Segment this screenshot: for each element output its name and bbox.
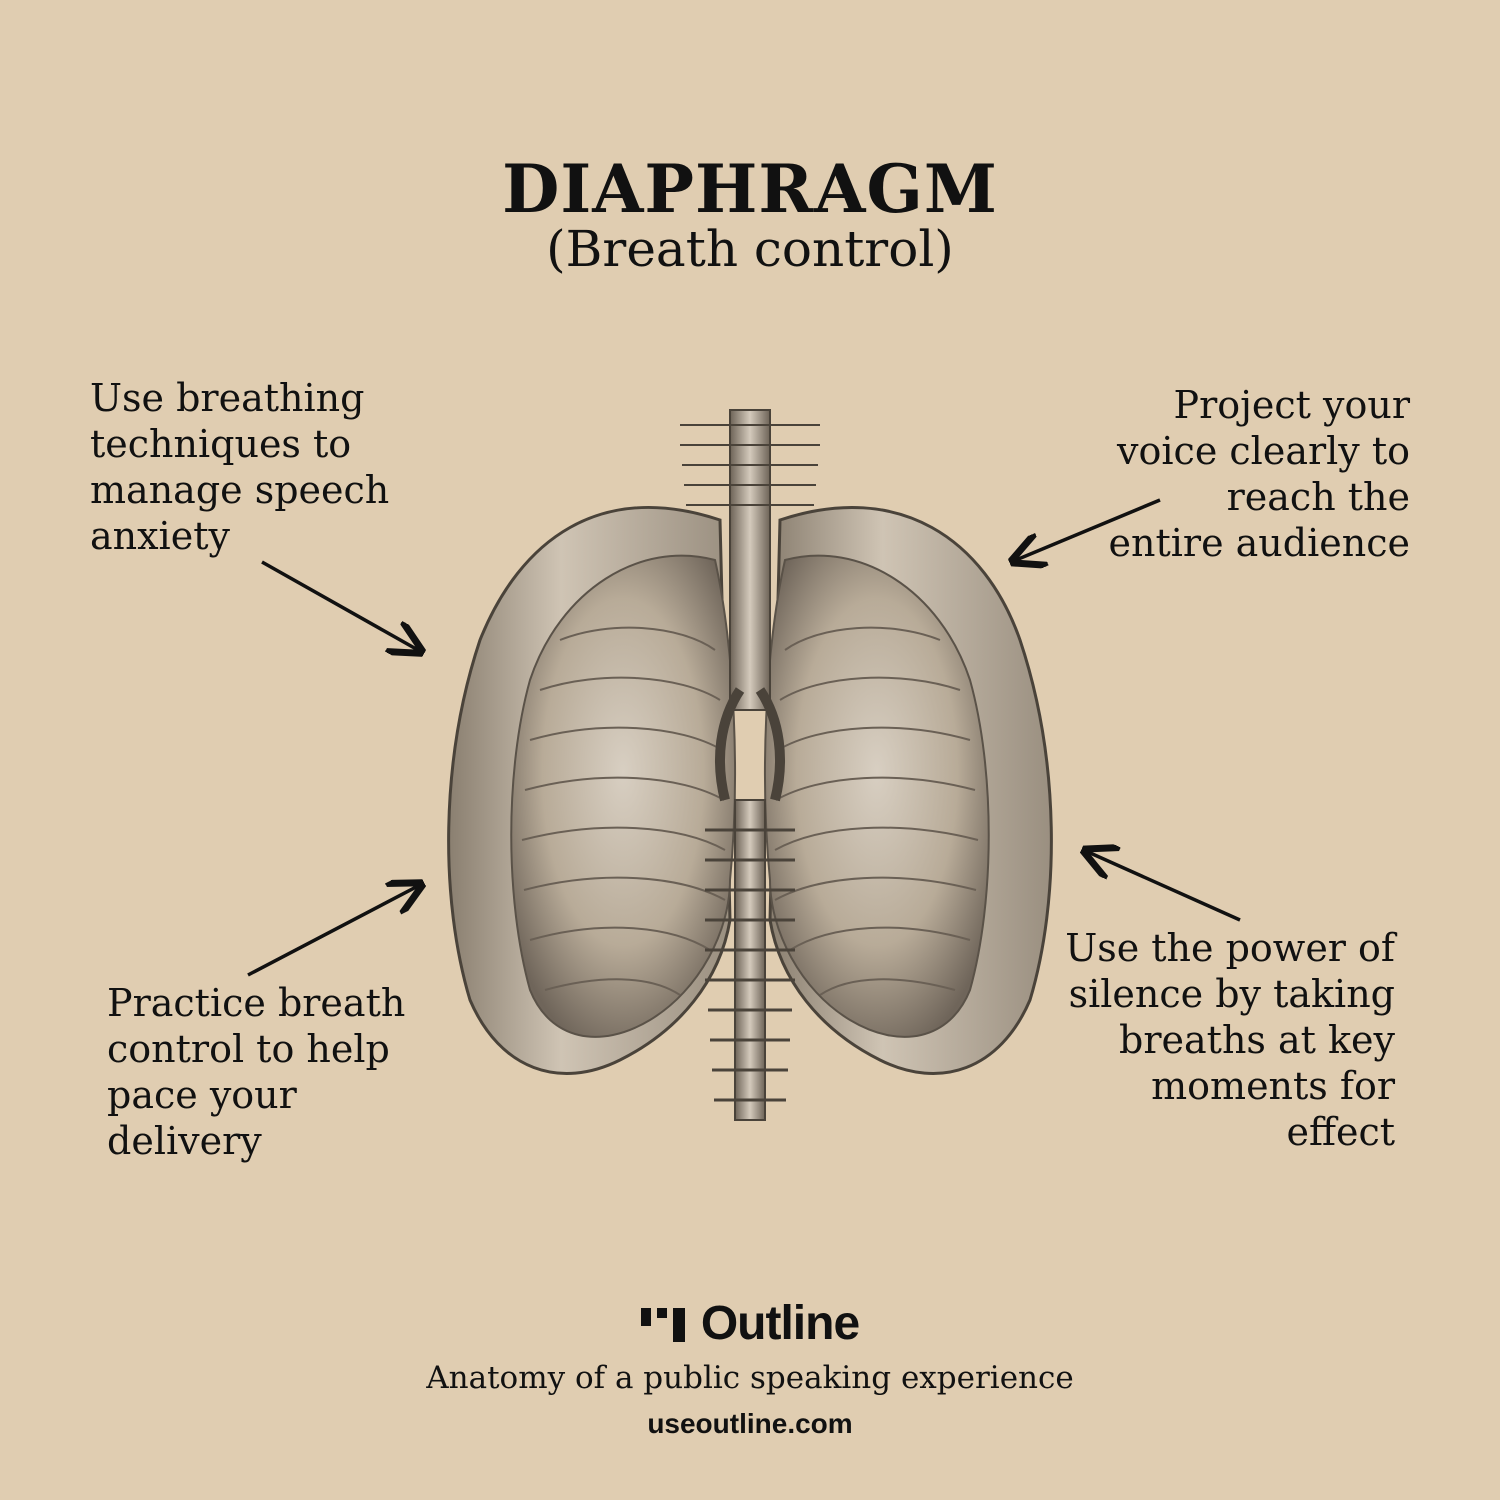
spine [705, 799, 795, 1121]
website-link[interactable]: useoutline.com [647, 1408, 853, 1439]
note-breathing-techniques: Use breathing techniques to manage speec… [90, 376, 390, 558]
note-breath-control-pace: Practice breath control to help pace you… [107, 981, 406, 1163]
arrow-top-right [1016, 498, 1161, 560]
arrow-bottom-left [247, 886, 418, 977]
bronchi [715, 687, 785, 802]
note-power-of-silence: Use the power of silence by taking breat… [1065, 926, 1395, 1154]
note-project-voice: Project your voice clearly to reach the … [1108, 383, 1410, 565]
arrow-bottom-right [1088, 852, 1241, 922]
page-subtitle: (Breath control) [546, 220, 954, 278]
trachea [729, 409, 771, 711]
tagline: Anatomy of a public speaking experience [426, 1360, 1074, 1396]
left-rib-lines [521, 626, 726, 996]
outline-logo-icon [640, 1307, 685, 1342]
page-title: DIAPHRAGM [502, 150, 998, 228]
brand-lockup: Outline [0, 1296, 1500, 1351]
trachea-rings [680, 424, 820, 506]
arrow-top-left [261, 560, 418, 650]
brand-name: Outline [700, 1297, 860, 1350]
right-rib-lines [774, 626, 979, 996]
